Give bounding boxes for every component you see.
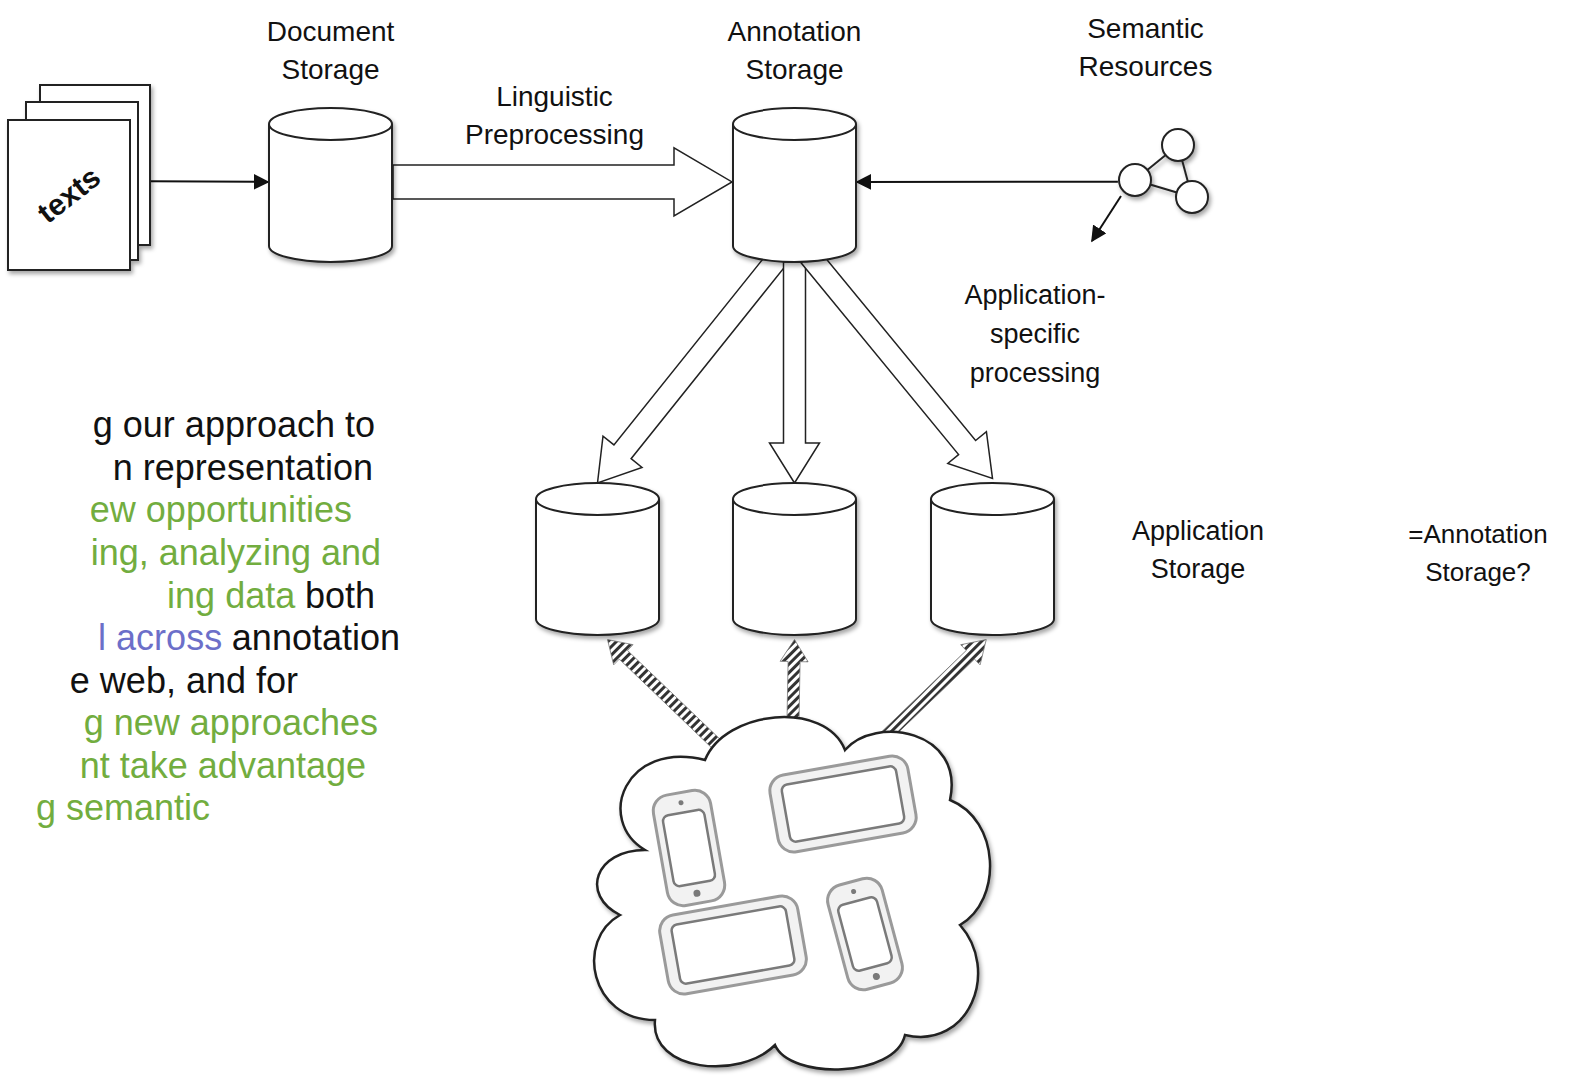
intro-text-line: l acrossannotation — [98, 616, 400, 660]
leader-arrow — [1092, 196, 1121, 241]
process-note: Application-specific processing — [940, 276, 1130, 393]
intro-text: ing, analyzing and — [91, 532, 381, 573]
cylinder-rim — [536, 499, 659, 515]
intro-text: g new approaches — [84, 702, 378, 743]
arrow-line — [150, 180, 268, 183]
intro-text: g semantic — [36, 787, 210, 828]
arrow-body — [876, 640, 986, 746]
flow-arrow — [770, 262, 820, 483]
arrow-body — [780, 640, 808, 719]
device-button — [851, 888, 857, 894]
arrow-body — [608, 640, 722, 750]
intro-text-line: g our approach to — [93, 403, 375, 447]
intro-text: ew opportunities — [90, 489, 352, 530]
intro-text: nt take advantage — [80, 745, 366, 786]
request-arrow — [608, 640, 722, 750]
node-shape — [732, 108, 857, 262]
storage-cylinder — [535, 483, 660, 635]
device-button — [693, 889, 701, 897]
flow-arrow — [857, 181, 1118, 182]
node-shape — [535, 483, 660, 635]
device-frame — [651, 788, 728, 908]
cylinder-body — [931, 483, 1054, 635]
storage-cylinder: Annotation Storage — [732, 108, 857, 262]
intro-text: ing data — [167, 575, 295, 616]
storage-heading: Annotation Storage — [700, 13, 890, 90]
device-cloud — [575, 700, 1000, 1078]
intro-text-line: ew opportunities — [90, 488, 352, 532]
arrow-line — [857, 181, 1118, 183]
intro-text: n representation — [113, 447, 373, 488]
node-shape — [930, 483, 1055, 635]
node-shape — [1115, 125, 1212, 215]
device-icon — [651, 788, 728, 908]
intro-text: g our approach to — [93, 404, 375, 445]
node-shape — [732, 483, 857, 635]
node-shape — [575, 700, 1000, 1078]
intro-text: annotation — [232, 617, 400, 658]
intro-text: both — [305, 575, 375, 616]
device-icon — [657, 893, 809, 996]
question-note: =Annotation Storage? — [1396, 516, 1561, 591]
device-frame — [824, 875, 906, 994]
flow-arrow — [598, 249, 789, 483]
cylinder-body — [733, 483, 856, 635]
intro-text-line: e web, and for — [70, 659, 298, 703]
flow-arrow — [393, 148, 732, 216]
cylinder-rim — [733, 499, 856, 515]
storage-heading: Document Storage — [256, 13, 406, 90]
intro-text-line: ing, analyzing and — [91, 531, 381, 575]
intro-text-line: g new approaches — [84, 701, 378, 745]
intro-text-line: ing databoth — [167, 574, 375, 618]
intro-text-line: nt take advantage — [80, 744, 366, 788]
request-arrow — [876, 640, 986, 746]
storage-cylinder — [732, 483, 857, 635]
storage-heading: Application Storage — [1118, 513, 1278, 589]
intro-text-line: n representation — [113, 446, 373, 490]
node-shape — [268, 108, 393, 262]
intro-text-line: g semantic — [36, 786, 210, 830]
device-icon — [824, 875, 906, 994]
edge-label: Linguistic Preprocessing — [440, 78, 670, 155]
graph-dot — [1176, 181, 1208, 213]
request-arrow — [780, 640, 808, 719]
device-frame — [657, 893, 809, 996]
cylinder-rim — [733, 124, 856, 140]
storage-cylinder: Application Storage — [930, 483, 1055, 635]
device-screen — [781, 765, 905, 842]
flow-arrow — [150, 181, 268, 183]
cylinder-rim — [269, 124, 392, 140]
graph-dot — [1119, 164, 1151, 196]
cylinder-body — [269, 108, 392, 262]
text-stack: texts — [8, 85, 150, 270]
arrow-body — [393, 148, 732, 216]
intro-text: e web, and for — [70, 660, 298, 701]
graph-dot — [1162, 129, 1194, 161]
cylinder-body — [733, 108, 856, 262]
device-screen — [837, 896, 893, 972]
storage-cylinder: Document Storage — [268, 108, 393, 262]
device-screen — [671, 905, 796, 984]
arrow-body — [770, 262, 820, 483]
cloud-outline — [594, 717, 990, 1069]
cylinder-body — [536, 483, 659, 635]
device-button — [678, 800, 684, 806]
device-frame — [767, 753, 918, 854]
device-screen — [662, 809, 716, 887]
cylinder-rim — [931, 499, 1054, 515]
storage-heading: Semantic Resources — [1066, 10, 1226, 87]
device-button — [872, 972, 881, 981]
semantic-graph: Semantic Resources — [1115, 125, 1212, 215]
intro-text: l across — [98, 617, 222, 658]
arrow-body — [598, 249, 789, 483]
device-icon — [767, 753, 918, 854]
